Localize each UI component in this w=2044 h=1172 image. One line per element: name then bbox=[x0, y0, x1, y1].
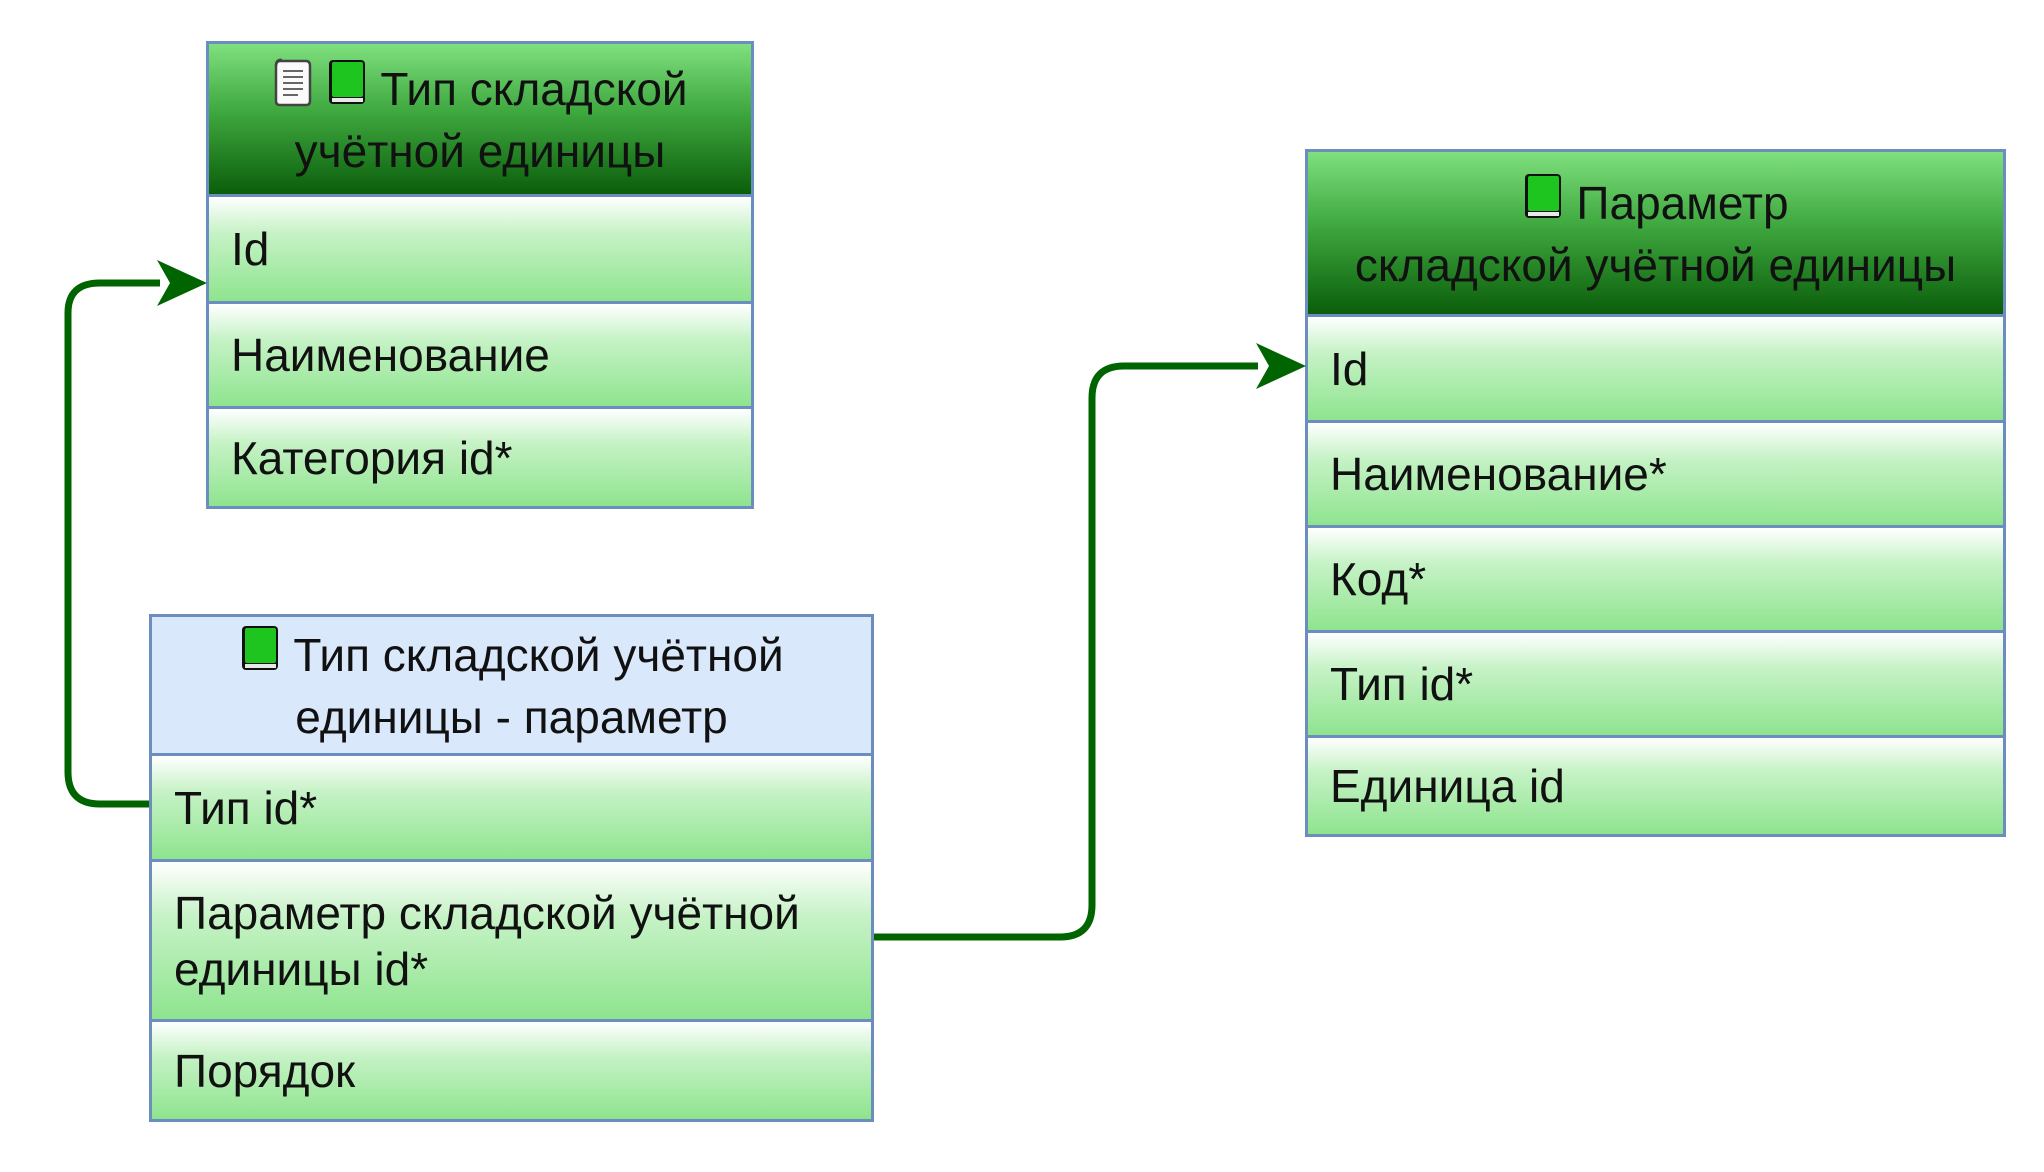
field-row[interactable]: Id bbox=[209, 197, 751, 301]
field-row[interactable]: Единица id bbox=[1308, 735, 2003, 834]
connector-parameter-ref[interactable] bbox=[874, 362, 1258, 941]
field-label: Параметр складской учётной bbox=[174, 886, 800, 939]
connector-type-ref[interactable] bbox=[64, 279, 160, 808]
field-label: Код* bbox=[1330, 553, 1427, 605]
field-row[interactable]: Параметр складской учётной единицы id* bbox=[152, 859, 871, 1019]
entity-header: Тип складской учётной единицы bbox=[209, 44, 751, 197]
entity-title-line1: Тип складской учётной bbox=[293, 629, 784, 681]
field-label: Тип id* bbox=[1330, 658, 1474, 710]
entity-stock-unit-type[interactable]: Тип складской учётной единицы Id Наимено… bbox=[206, 41, 754, 509]
field-label: Категория id* bbox=[231, 431, 513, 484]
field-label: Порядок bbox=[174, 1044, 356, 1097]
arrowhead bbox=[1256, 343, 1306, 389]
field-label: Id bbox=[231, 223, 270, 275]
field-label: Id bbox=[1330, 342, 1369, 395]
entity-header: Параметр складской учётной единицы bbox=[1308, 152, 2003, 317]
field-row[interactable]: Порядок bbox=[152, 1019, 871, 1119]
field-label: Наименование bbox=[231, 329, 550, 381]
field-row[interactable]: Id bbox=[1308, 317, 2003, 420]
field-row[interactable]: Категория id* bbox=[209, 406, 751, 506]
book-icon bbox=[1522, 171, 1564, 235]
book-icon bbox=[326, 57, 368, 121]
field-row[interactable]: Тип id* bbox=[152, 756, 871, 859]
field-label: единицы id* bbox=[174, 942, 429, 995]
field-label: Тип id* bbox=[174, 781, 318, 834]
entity-title-line2: учётной единицы bbox=[294, 125, 666, 177]
entity-title-line1: Параметр bbox=[1576, 177, 1789, 229]
entity-header: Тип складской учётной единицы - параметр bbox=[152, 617, 871, 756]
scroll-icon bbox=[272, 57, 314, 121]
entity-stock-unit-parameter[interactable]: Параметр складской учётной единицы Id На… bbox=[1305, 149, 2006, 837]
field-row[interactable]: Код* bbox=[1308, 525, 2003, 630]
entity-title-line2: складской учётной единицы bbox=[1354, 239, 1957, 291]
field-row[interactable]: Тип id* bbox=[1308, 630, 2003, 735]
field-label: Единица id bbox=[1330, 760, 1565, 812]
book-icon bbox=[239, 623, 281, 687]
entity-title-line1: Тип складской bbox=[380, 63, 688, 115]
field-row[interactable]: Наименование* bbox=[1308, 420, 2003, 525]
entity-type-parameter-link[interactable]: Тип складской учётной единицы - параметр… bbox=[149, 614, 874, 1122]
field-row[interactable]: Наименование bbox=[209, 301, 751, 406]
entity-title-line2: единицы - параметр bbox=[295, 691, 728, 743]
field-label: Наименование* bbox=[1330, 448, 1667, 500]
arrowhead bbox=[157, 260, 207, 306]
